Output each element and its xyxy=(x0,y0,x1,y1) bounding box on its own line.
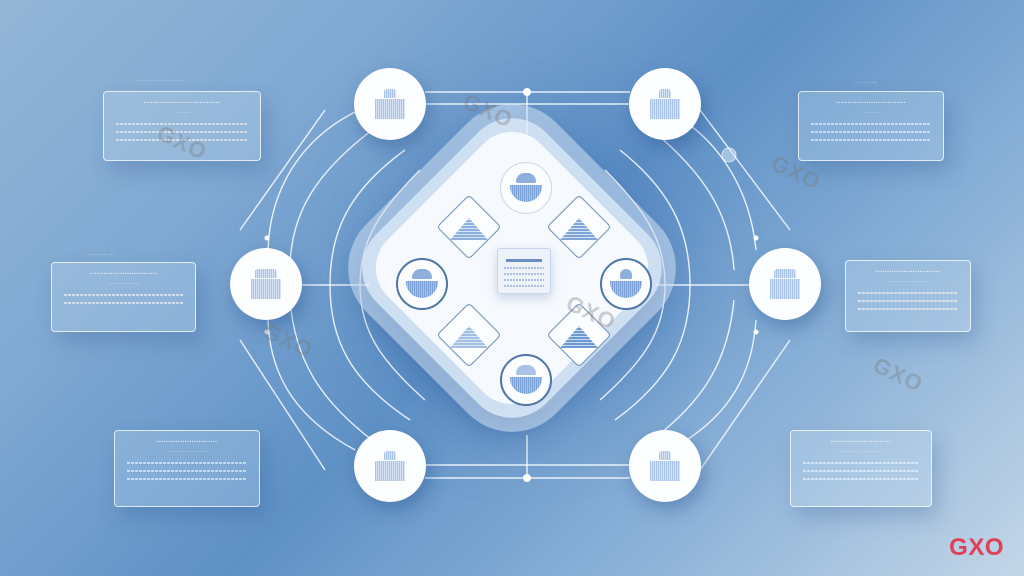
building-icon xyxy=(650,451,680,481)
building-icon xyxy=(650,89,680,119)
module-center[interactable] xyxy=(497,248,551,294)
info-card-bottom-right: ·························· ·············… xyxy=(790,430,932,507)
dish-icon xyxy=(610,269,642,299)
building-icon xyxy=(770,269,800,299)
card-subtitle: ··················· xyxy=(107,281,140,287)
card-title: ·························· xyxy=(830,439,892,446)
doc-header-bar xyxy=(506,259,542,262)
info-card-left: ····························· ··········… xyxy=(51,262,196,332)
card-subtitle: ·········· xyxy=(173,110,191,116)
module-bottom[interactable] xyxy=(500,354,552,406)
node-bottom-right[interactable] xyxy=(629,430,701,502)
info-card-bottom-left: ·························· ·············… xyxy=(114,430,260,507)
dish-icon xyxy=(406,269,438,299)
dish-icon xyxy=(510,173,542,203)
card-title: ···························· xyxy=(875,269,941,276)
card-title: ······························ xyxy=(836,100,906,107)
card-subtitle: ·········· xyxy=(862,110,880,116)
dish-icon xyxy=(510,365,542,395)
building-icon xyxy=(251,269,281,299)
card-subtitle: ························· xyxy=(840,449,882,455)
doc-line xyxy=(504,285,544,287)
node-right[interactable] xyxy=(749,248,821,320)
module-left[interactable] xyxy=(396,258,448,310)
card-title: ·························· xyxy=(156,439,218,446)
doc-line xyxy=(504,279,544,281)
card-caption: ·········· xyxy=(855,80,878,86)
card-subtitle: ························· xyxy=(166,449,208,455)
info-card-right: ···························· ···········… xyxy=(845,260,971,332)
card-title: ································· xyxy=(143,100,221,107)
card-caption: ····················· xyxy=(135,78,184,84)
module-right[interactable] xyxy=(600,258,652,310)
node-top-left[interactable] xyxy=(354,68,426,140)
building-icon xyxy=(375,451,405,481)
building-icon xyxy=(375,89,405,119)
gxo-logo: GXO xyxy=(949,534,1004,561)
node-top-right[interactable] xyxy=(629,68,701,140)
card-caption: ·············· xyxy=(85,252,118,258)
info-card-top-left: ································· ······… xyxy=(103,91,261,161)
card-subtitle: ························· xyxy=(887,279,929,285)
card-title: ····························· xyxy=(89,271,158,278)
module-top[interactable] xyxy=(500,162,552,214)
doc-line xyxy=(504,267,544,269)
node-bottom-left[interactable] xyxy=(354,430,426,502)
info-card-top-right: ······························ ·········… xyxy=(798,91,944,161)
doc-line xyxy=(504,273,544,275)
node-left[interactable] xyxy=(230,248,302,320)
